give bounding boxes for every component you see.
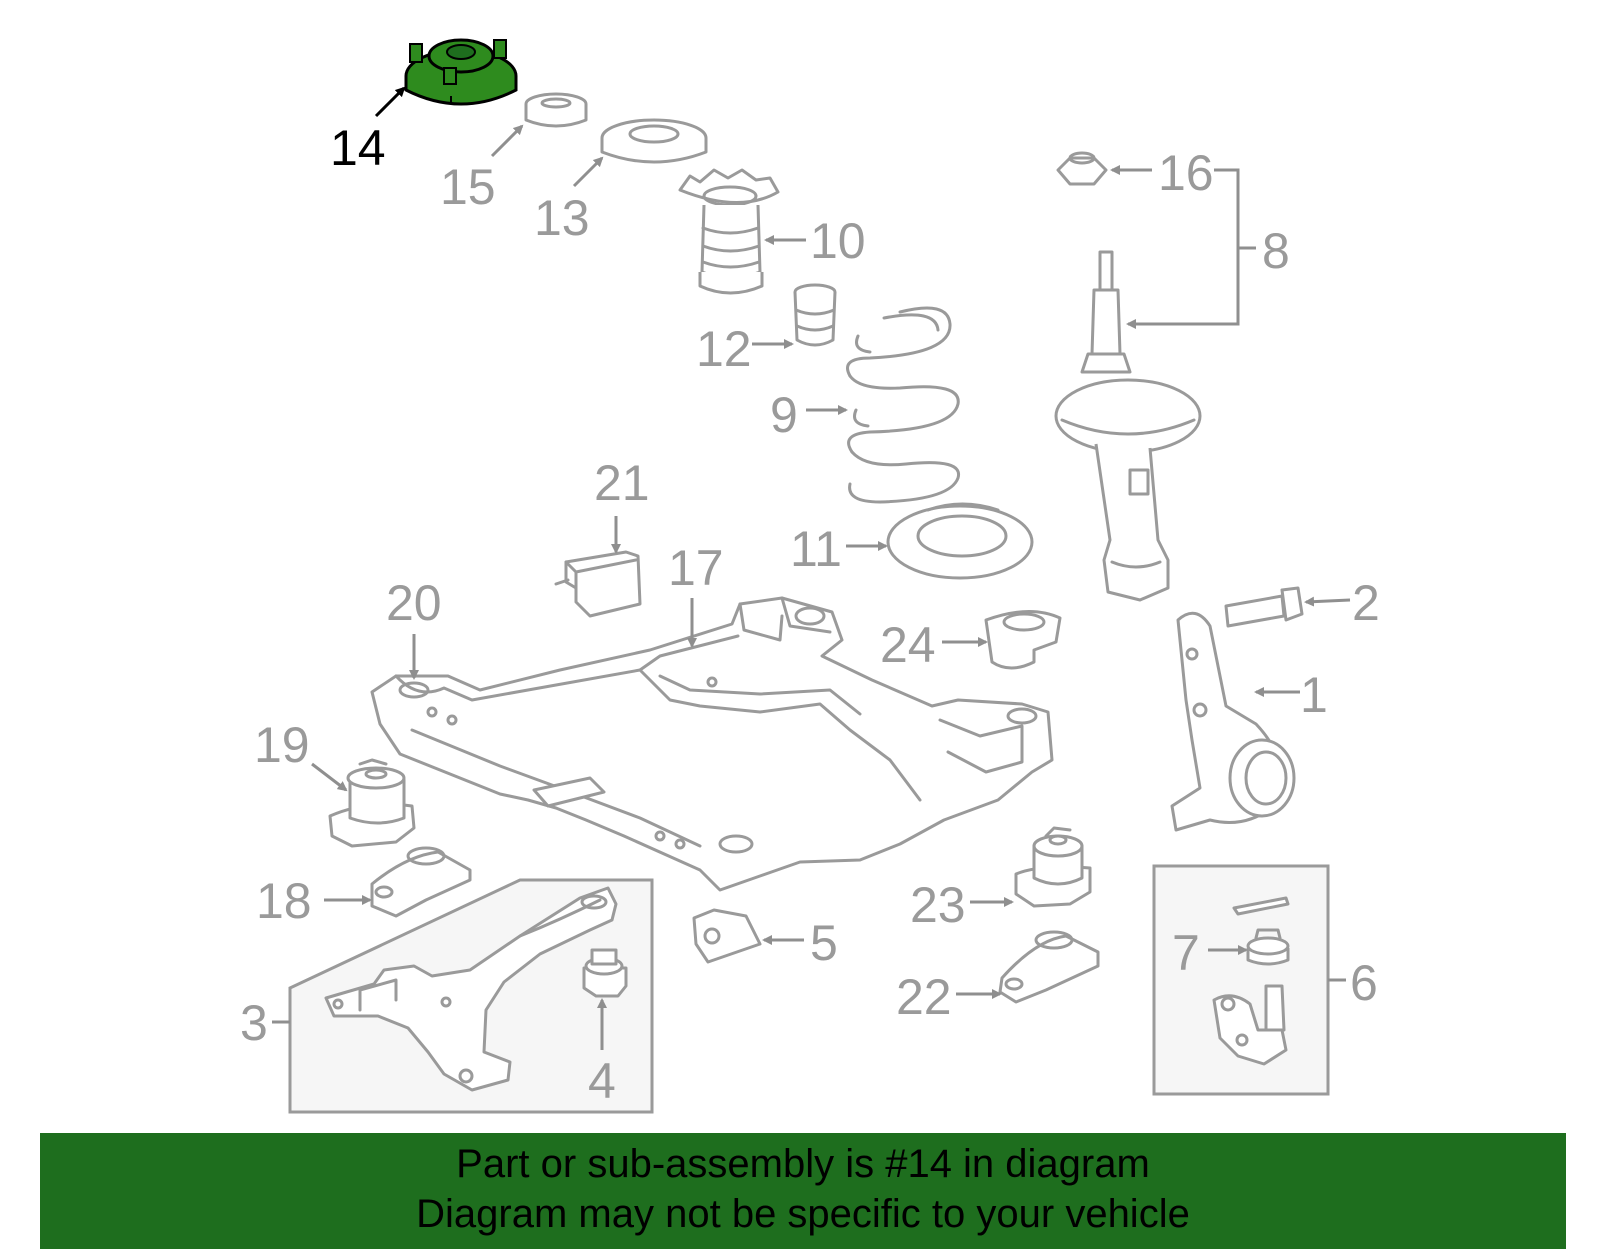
callout-23: 23 — [910, 877, 966, 933]
callout-1: 1 — [1300, 667, 1328, 723]
callout-13: 13 — [534, 190, 590, 246]
nut-part-7 — [1246, 928, 1290, 966]
callout-3: 3 — [240, 995, 268, 1051]
cotter-pin — [1232, 896, 1290, 916]
insulator-part-15 — [524, 92, 588, 128]
callout-12: 12 — [696, 321, 752, 377]
mount-part-18 — [370, 846, 472, 918]
bushing-part-19 — [328, 758, 416, 848]
callout-16: 16 — [1158, 145, 1214, 201]
callout-22: 22 — [896, 969, 952, 1025]
lower-insulator-part-11 — [886, 502, 1034, 580]
callout-5: 5 — [810, 915, 838, 971]
callout-9: 9 — [770, 387, 798, 443]
banner-line-2: Diagram may not be specific to your vehi… — [416, 1192, 1190, 1236]
callout-20: 20 — [386, 575, 442, 631]
callout-4: 4 — [588, 1053, 616, 1109]
subframe-part-17 — [370, 596, 1054, 892]
callout-24: 24 — [880, 617, 936, 673]
nut-part-16 — [1056, 151, 1108, 186]
spring-seat-part-13 — [600, 118, 708, 164]
callout-18: 18 — [256, 873, 312, 929]
ball-joint-part-6 — [1212, 984, 1288, 1066]
bolt-part-2 — [1224, 586, 1304, 628]
info-banner: Part or sub-assembly is #14 in diagram D… — [40, 1133, 1566, 1249]
callout-21: 21 — [594, 455, 650, 511]
bump-stop-part-10 — [678, 168, 780, 295]
callout-2: 2 — [1352, 575, 1380, 631]
strut-part-8 — [1054, 250, 1202, 602]
bumper-part-12 — [793, 283, 837, 347]
knuckle-part-1 — [1170, 611, 1296, 832]
callout-7: 7 — [1172, 925, 1200, 981]
bracket-part-21 — [554, 550, 642, 618]
bracket-part-5 — [692, 908, 762, 964]
coil-spring-part-9 — [846, 306, 961, 504]
callout-11: 11 — [790, 521, 842, 577]
banner-line-1: Part or sub-assembly is #14 in diagram — [456, 1142, 1150, 1186]
control-arm-part-3 — [324, 886, 618, 1092]
callout-19: 19 — [254, 717, 310, 773]
callout-10: 10 — [810, 213, 866, 269]
callout-15: 15 — [440, 159, 496, 215]
bushing-part-4 — [582, 948, 628, 998]
mount-part-24 — [984, 609, 1062, 670]
mount-part-22 — [998, 930, 1100, 1004]
callout-8: 8 — [1262, 223, 1290, 279]
mount-part-23 — [1014, 826, 1092, 908]
strut-mount-part-14[interactable] — [404, 38, 518, 106]
callout-17: 17 — [668, 540, 724, 596]
callout-14: 14 — [330, 120, 386, 176]
callout-6: 6 — [1350, 955, 1378, 1011]
